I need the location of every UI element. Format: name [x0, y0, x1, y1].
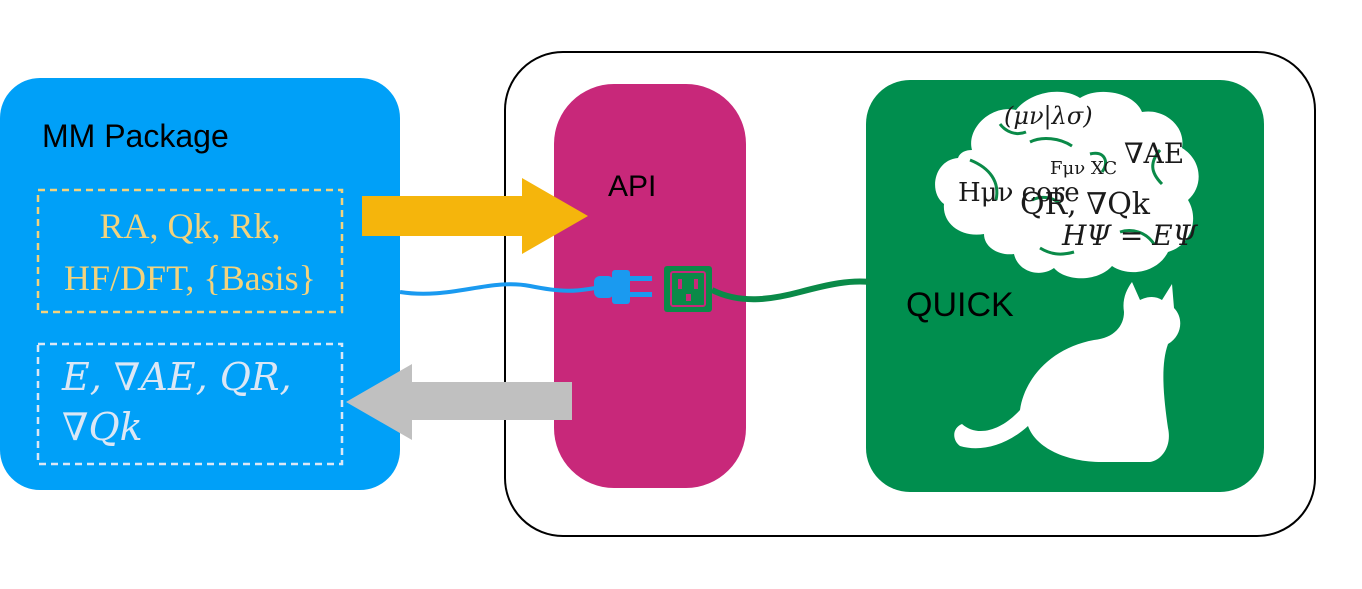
brain-term-charges: QR, ∇Qk [1020, 187, 1150, 222]
outputs-box-text: E, ∇AE, QR, ∇Qk [38, 344, 342, 464]
outputs-line-1: E, ∇AE, QR, [62, 355, 292, 399]
mm-package-title: MM Package [42, 118, 229, 154]
brain-term-xc: Fμν XC [1050, 158, 1118, 179]
cat-icon [954, 282, 1181, 462]
quick-cable [710, 278, 871, 303]
socket-icon [664, 266, 712, 312]
output-arrow [346, 364, 572, 440]
inputs-box-text: RA, Qk, Rk, HF/DFT, {Basis} [38, 190, 342, 312]
inputs-line-1: RA, Qk, Rk, [99, 206, 281, 246]
plug-icon [594, 270, 652, 304]
api-label: API [608, 170, 657, 203]
mm-cable [399, 282, 597, 296]
api-box [554, 84, 746, 488]
inputs-line-2: HF/DFT, {Basis} [64, 258, 316, 298]
brain-term-hcore: Hμν core [958, 178, 1080, 208]
mm-package-box [0, 78, 400, 490]
brain-term-grad: ∇AE [1124, 137, 1185, 170]
input-arrow [362, 178, 588, 254]
outputs-line-2: ∇Qk [62, 405, 143, 449]
outputs-box [36, 342, 344, 466]
brain-term-eri: (μν|λσ) [1004, 102, 1093, 130]
brain-term-schrodinger: HΨ = EΨ [1062, 219, 1198, 252]
quick-label: QUICK [906, 286, 1014, 324]
brain-icon [935, 91, 1199, 279]
quick-container [504, 51, 1316, 537]
inputs-box [36, 188, 344, 314]
